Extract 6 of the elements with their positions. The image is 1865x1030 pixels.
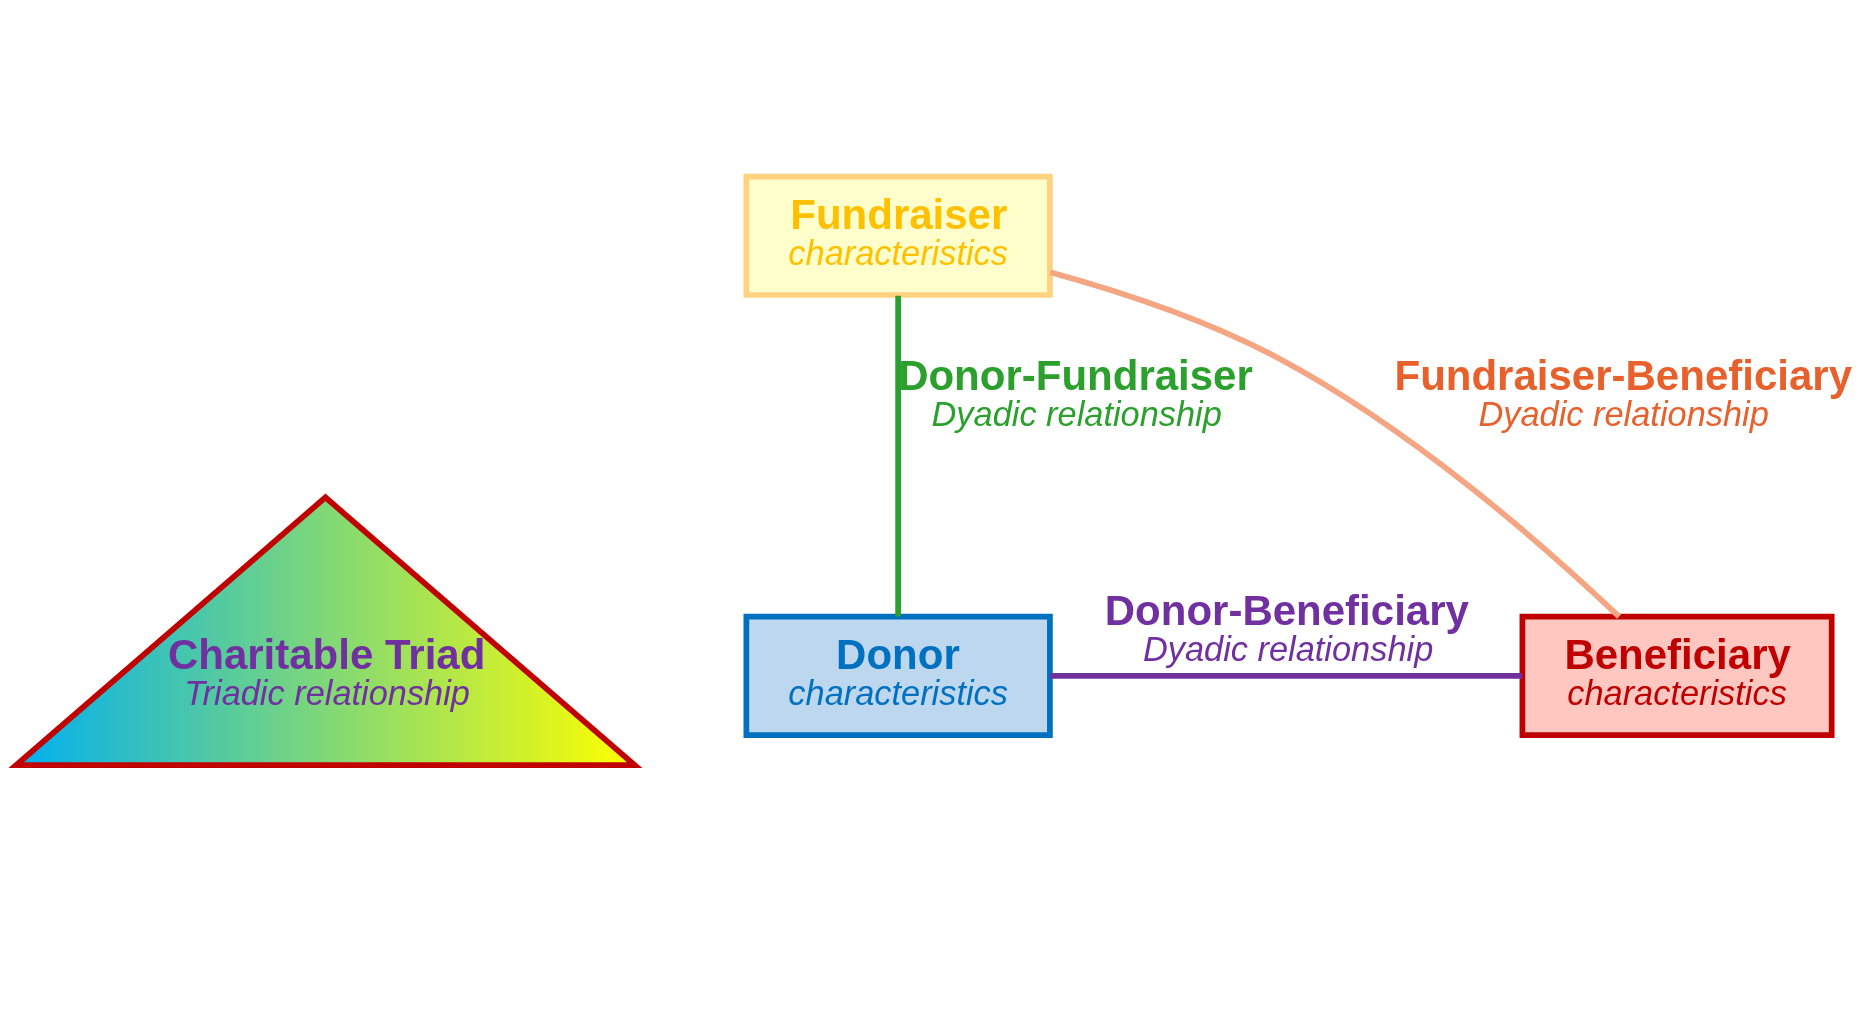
- node-box: Donor characteristics: [743, 613, 1053, 738]
- connector: [1050, 672, 1523, 679]
- connector: [1049, 269, 1622, 619]
- node-box: Beneficiary characteristics: [1519, 613, 1835, 738]
- node-box: Fundraiser characteristics: [743, 173, 1053, 298]
- connector: [895, 295, 901, 616]
